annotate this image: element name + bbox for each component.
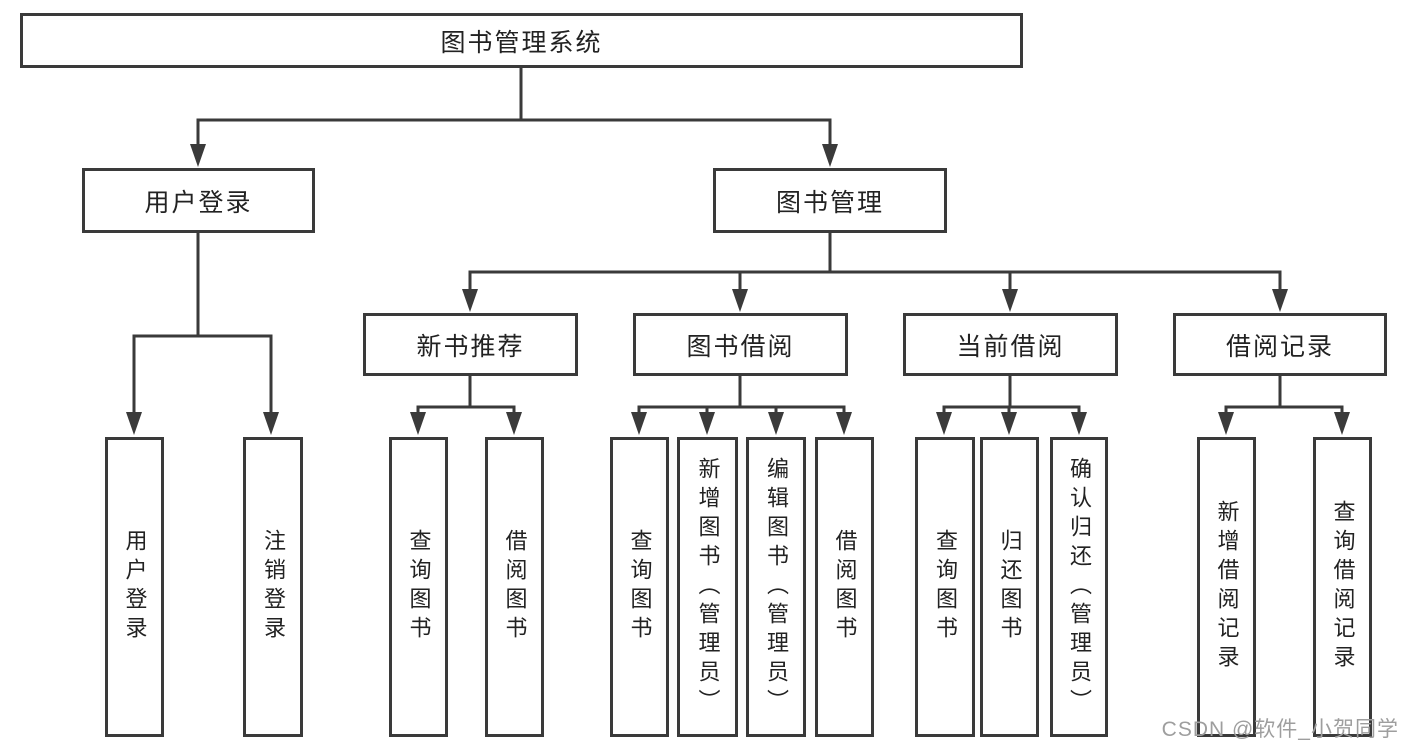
leaf-query-books: 查询图书 (915, 437, 975, 737)
leaf-edit-books-admin: 编辑图书（管理员） (746, 437, 806, 737)
node-book-management: 图书管理 (713, 168, 947, 233)
arrow-down-icon (631, 412, 647, 435)
leaf-label: 确认归还（管理员） (1067, 456, 1092, 718)
arrow-down-icon (126, 412, 142, 435)
arrow-down-icon (732, 289, 748, 312)
node-book-borrow: 图书借阅 (633, 313, 848, 376)
leaf-label: 新增图书（管理员） (695, 456, 721, 718)
tree-edges (132, 68, 1344, 418)
arrow-down-icon (836, 412, 852, 435)
node-label: 用户登录 (144, 188, 253, 217)
arrow-down-icon (410, 412, 426, 435)
leaf-label: 查询图书 (933, 529, 958, 645)
node-borrow-records: 借阅记录 (1173, 313, 1387, 376)
leaf-label: 查询借阅记录 (1330, 500, 1356, 674)
leaf-borrow-books: 借阅图书 (815, 437, 874, 737)
node-label: 当前借阅 (956, 332, 1065, 361)
arrow-down-icon (1218, 412, 1234, 435)
leaf-query-borrow-record: 查询借阅记录 (1313, 437, 1372, 737)
leaf-label: 归还图书 (997, 529, 1023, 645)
node-user-login: 用户登录 (82, 168, 315, 233)
node-label: 新书推荐 (416, 332, 525, 361)
arrow-down-icon (1001, 412, 1017, 435)
leaf-confirm-return-admin: 确认归还（管理员） (1050, 437, 1108, 737)
arrowheads (126, 144, 1350, 435)
leaf-return-books: 归还图书 (980, 437, 1039, 737)
arrow-down-icon (462, 289, 478, 312)
arrow-down-icon (768, 412, 784, 435)
leaf-user-login: 用户登录 (105, 437, 164, 737)
leaf-query-books: 查询图书 (610, 437, 669, 737)
arrow-down-icon (1002, 289, 1018, 312)
node-label: 图书借阅 (686, 332, 795, 361)
leaf-label: 查询图书 (406, 529, 432, 645)
arrow-down-icon (699, 412, 715, 435)
leaf-label: 借阅图书 (502, 529, 528, 645)
csdn-watermark: CSDN @软件_小贺同学 (1161, 718, 1399, 741)
leaf-add-borrow-record: 新增借阅记录 (1197, 437, 1256, 737)
leaf-label: 注销登录 (261, 529, 286, 645)
node-label: 图书管理系统 (440, 28, 603, 57)
leaf-label: 查询图书 (627, 529, 653, 645)
leaf-label: 借阅图书 (832, 529, 858, 645)
arrow-down-icon (936, 412, 952, 435)
node-library-system: 图书管理系统 (20, 13, 1023, 68)
leaf-logout: 注销登录 (243, 437, 303, 737)
arrow-down-icon (822, 144, 838, 167)
arrow-down-icon (1334, 412, 1350, 435)
leaf-label: 编辑图书（管理员） (764, 456, 789, 718)
leaf-label: 新增借阅记录 (1214, 500, 1240, 674)
node-label: 图书管理 (775, 188, 884, 217)
arrow-down-icon (506, 412, 522, 435)
leaf-label: 用户登录 (122, 529, 148, 645)
leaf-query-books: 查询图书 (389, 437, 448, 737)
node-current-borrow: 当前借阅 (903, 313, 1118, 376)
arrow-down-icon (190, 144, 206, 167)
arrow-down-icon (263, 412, 279, 435)
node-new-book-recommend: 新书推荐 (363, 313, 578, 376)
leaf-borrow-books: 借阅图书 (485, 437, 544, 737)
arrow-down-icon (1071, 412, 1087, 435)
arrow-down-icon (1272, 289, 1288, 312)
leaf-add-books-admin: 新增图书（管理员） (677, 437, 738, 737)
node-label: 借阅记录 (1225, 332, 1334, 361)
